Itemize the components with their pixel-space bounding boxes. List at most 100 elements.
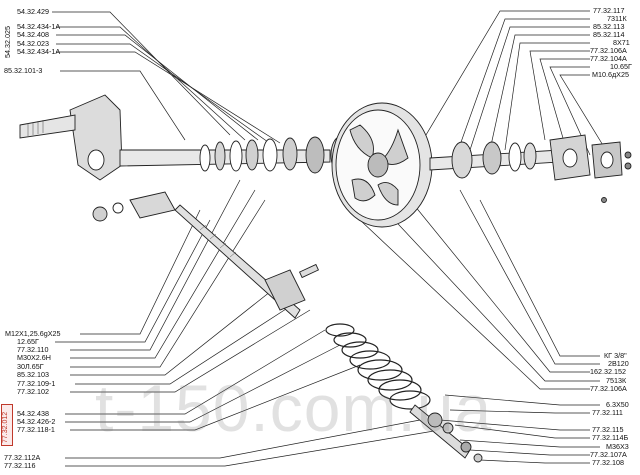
leader-line <box>444 394 600 406</box>
ring <box>262 138 278 172</box>
label-77-32-116: 77.32.116 <box>4 461 36 470</box>
leader-line <box>75 299 301 385</box>
ring <box>523 142 537 170</box>
label-8x71: 8Х71 <box>613 38 630 47</box>
pulley-hub <box>367 152 389 178</box>
watermark: t-150.com.ua <box>95 371 493 445</box>
leader-line <box>479 199 600 357</box>
leader-line <box>70 309 311 393</box>
label-m12x125: М12Х1,25.6gХ25 <box>5 329 61 338</box>
label-77-32-102: 77.32.102 <box>17 387 49 396</box>
label-30l-65g: 30Л.65Г <box>17 362 44 371</box>
leader-line <box>70 279 286 376</box>
tension-rod <box>174 204 301 319</box>
label-77-32-111: 77.32.111 <box>592 408 623 417</box>
leader-line <box>65 419 421 459</box>
leader-line <box>384 209 600 382</box>
label-54-32-434-1a: 54.32.434-1А <box>17 22 61 31</box>
label-77-32-112a: 77.32.112А <box>4 453 41 462</box>
leader-line <box>60 70 186 141</box>
coil-spring <box>325 323 431 410</box>
label-12-65g: 12.65Г <box>17 337 39 346</box>
nut <box>601 197 607 203</box>
leader-line <box>65 429 441 467</box>
group-code-box: 77.32.012 <box>1 404 13 446</box>
fork-end <box>129 191 176 219</box>
ring <box>282 137 298 171</box>
label-77-32-114b: 77.32.114Б <box>592 433 629 442</box>
label-77-32-108: 77.32.108 <box>592 458 624 467</box>
leader-line <box>70 364 361 431</box>
leader-line <box>449 409 590 414</box>
label-77-32-118-1: 77.32.118-1 <box>17 425 55 434</box>
label-7311k: 7311К <box>607 14 627 23</box>
label-54-32-434-1a-second: 54.32.434-1А <box>17 47 61 56</box>
label-85-32-113: 85.32.113 <box>593 22 625 31</box>
label-7513k: 7513К <box>606 376 627 385</box>
pulley-spoke <box>351 178 376 202</box>
ring <box>508 142 522 172</box>
label-77-32-107a: 77.32.107А <box>590 450 627 459</box>
flange-bore <box>562 148 578 168</box>
leader-line <box>52 11 231 136</box>
leader-line <box>56 51 281 144</box>
nut <box>427 412 443 428</box>
label-m30x2-6h: М30Х2.6Н <box>17 353 51 362</box>
leader-line <box>409 199 590 373</box>
ring <box>199 144 211 172</box>
bearing <box>305 136 325 174</box>
label-6-3x50: 6.3Х50 <box>606 400 629 409</box>
label-85-32-114: 85.32.114 <box>593 30 625 39</box>
flange-bore <box>600 151 614 169</box>
leader-line <box>469 449 590 456</box>
bolt-head <box>624 162 632 170</box>
label-77-32-106a-bottom: 77.32.106А <box>590 384 627 393</box>
leader-line <box>55 219 211 343</box>
nut <box>442 422 454 434</box>
leader-line <box>469 26 590 151</box>
leader-line <box>539 58 590 146</box>
leader-line <box>549 66 591 156</box>
vertical-label-54-32-025: 54.32.025 <box>3 26 12 58</box>
ring <box>214 141 226 171</box>
leader-line <box>439 419 590 431</box>
label-54-32-429: 54.32.429 <box>17 7 49 16</box>
label-77-32-106a: 77.32.106А <box>590 46 627 55</box>
pin <box>298 263 320 279</box>
nut <box>92 206 108 222</box>
label-10-65g: 10.65Г <box>610 62 632 71</box>
shaft-threaded <box>19 114 76 139</box>
label-85-32-103: 85.32.103 <box>17 370 49 379</box>
leader-line <box>65 329 326 415</box>
leader-line <box>529 50 590 141</box>
bearing <box>451 141 473 179</box>
leader-line <box>56 34 259 141</box>
ring <box>245 139 259 171</box>
washer <box>112 202 124 214</box>
ring <box>229 140 243 172</box>
label-77-32-109-1: 77.32.109-1 <box>17 379 56 388</box>
label-162-32-152: 162.32.152 <box>590 367 626 376</box>
label-77-32-104a: 77.32.104А <box>590 54 627 63</box>
leader-line <box>419 10 590 146</box>
label-kg-3-8: КГ 3/8" <box>604 351 627 360</box>
leader-line <box>504 42 590 151</box>
bearing <box>482 141 502 175</box>
rod-end <box>409 404 471 459</box>
leader-line <box>359 219 590 390</box>
label-54-32-426-2: 54.32.426-2 <box>17 417 56 426</box>
leader-line <box>65 344 341 423</box>
leader-line <box>559 74 613 161</box>
leader-line <box>459 189 600 365</box>
leader-line <box>56 43 269 143</box>
leader-line <box>479 459 590 464</box>
nut <box>473 453 483 463</box>
spring-seat <box>264 269 306 311</box>
nut <box>460 441 472 453</box>
label-54-32-408: 54.32.408 <box>17 30 49 39</box>
leader-line <box>459 439 600 448</box>
bolt-head <box>624 151 632 159</box>
leader-line <box>454 424 590 439</box>
label-77-32-115: 77.32.115 <box>592 425 624 434</box>
